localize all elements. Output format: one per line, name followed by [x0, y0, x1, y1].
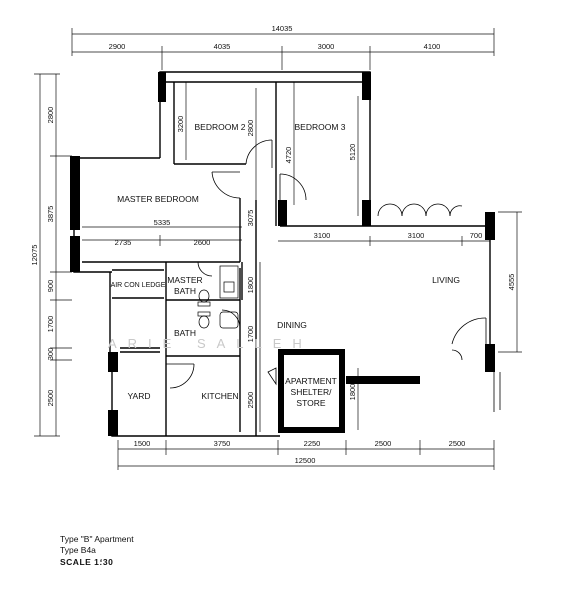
dimension-labels: 14035 2900 4035 3000 4100 12075 2800 387…: [30, 24, 516, 465]
dim-left-3: 900: [46, 280, 55, 293]
room-living: LIVING: [432, 275, 460, 285]
dim-top-1: 2900: [109, 42, 126, 51]
dim-master-2: 2600: [194, 238, 211, 247]
dim-kitchen-height: 2500: [246, 392, 255, 409]
dim-right-living: 4555: [507, 274, 516, 291]
dim-top-4: 4100: [424, 42, 441, 51]
dim-left-6: 2500: [46, 390, 55, 407]
room-yard: YARD: [128, 391, 151, 401]
dim-master-width: 5335: [154, 218, 171, 227]
dim-left-2: 3875: [46, 206, 55, 223]
dim-left-4: 1700: [46, 316, 55, 333]
dim-bed2-height: 3200: [176, 116, 185, 133]
dim-top-2: 4035: [214, 42, 231, 51]
dim-bed3-side: 5120: [348, 144, 357, 161]
room-shelter-3: STORE: [296, 398, 325, 408]
caption-type: Type "B" Apartment: [60, 534, 134, 544]
dim-top-total: 14035: [272, 24, 293, 33]
dim-left-total: 12075: [30, 245, 39, 266]
dim-top-3: 3000: [318, 42, 335, 51]
dim-corridor-b: 1800: [246, 277, 255, 294]
dim-bottom-3: 2250: [304, 439, 321, 448]
dim-bottom-5: 2500: [449, 439, 466, 448]
room-bedroom-2: BEDROOM 2: [194, 122, 245, 132]
dim-bottom-2: 3750: [214, 439, 231, 448]
room-air-con-ledge: AIR CON LEDGE: [111, 282, 166, 289]
dim-living-3: 700: [470, 231, 483, 240]
walls: [70, 71, 495, 437]
room-master-bedroom: MASTER BEDROOM: [117, 194, 199, 204]
caption-subtype: Type B4a: [60, 545, 96, 555]
room-shelter-1: APARTMENT: [285, 376, 337, 386]
dim-bottom-4: 2500: [375, 439, 392, 448]
dim-left-5: 300: [46, 348, 55, 361]
room-master-bath-1: MASTER: [167, 275, 202, 285]
room-bath: BATH: [174, 328, 196, 338]
caption-scale-value: ‘30: [100, 557, 114, 567]
watermark: ARIE SALLEH: [108, 336, 313, 351]
dim-corridor-c: 1700: [246, 326, 255, 343]
dim-corridor-a: 3075: [246, 210, 255, 227]
dim-master-1: 2735: [115, 238, 132, 247]
dim-living-1: 3100: [314, 231, 331, 240]
room-master-bath-2: BATH: [174, 286, 196, 296]
dim-bed3-height: 4720: [284, 147, 293, 164]
doors: [166, 139, 501, 412]
room-bedroom-3: BEDROOM 3: [294, 122, 345, 132]
dim-bed2-side: 2800: [246, 120, 255, 137]
dim-living-2: 3100: [408, 231, 425, 240]
room-labels: BEDROOM 2 BEDROOM 3 MASTER BEDROOM MASTE…: [111, 122, 460, 408]
dim-bottom-total: 12500: [295, 456, 316, 465]
caption-scale: SCALE 1:: [60, 557, 103, 567]
bath-fixtures: [197, 262, 261, 432]
room-shelter-2: SHELTER/: [291, 387, 333, 397]
dim-left-1: 2800: [46, 107, 55, 124]
dim-bottom-1: 1500: [134, 439, 151, 448]
room-dining: DINING: [277, 320, 307, 330]
dimension-lines: [34, 28, 522, 470]
dim-shelter-height: 1800: [348, 384, 357, 401]
room-kitchen: KITCHEN: [201, 391, 238, 401]
